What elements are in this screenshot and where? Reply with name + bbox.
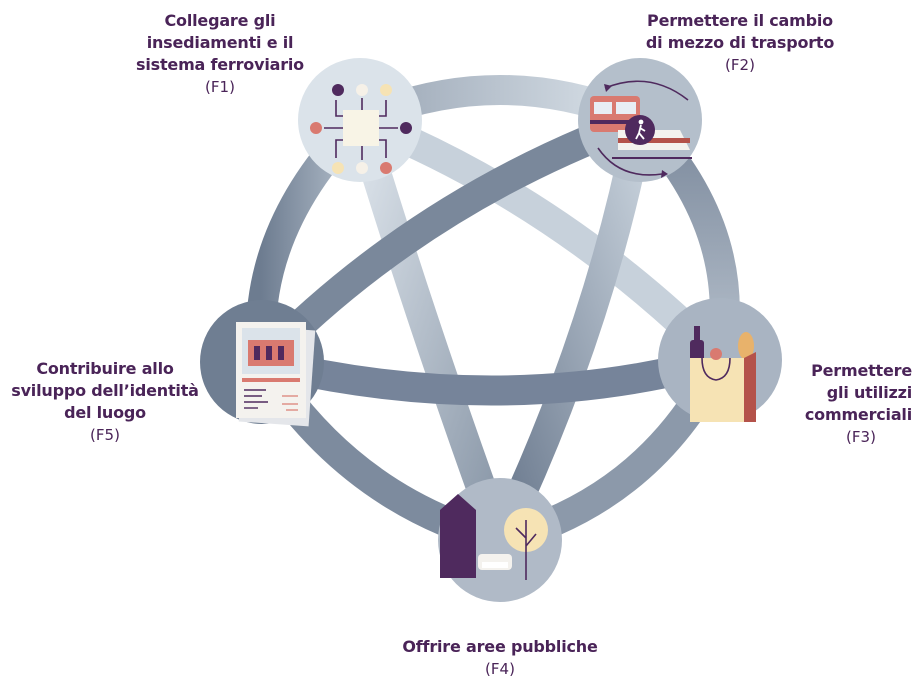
f3-title-line-2: gli utilizzi: [826, 383, 912, 402]
f4-title-line-1: Offrire aree pubbliche: [402, 637, 598, 656]
f4-code: (F4): [485, 660, 515, 678]
f2-title-line-1: Permettere il cambio: [647, 11, 833, 30]
bus-train-pedestrian-icon: [590, 80, 692, 178]
inner-loops: [247, 105, 735, 555]
label-f5: Contribuire allo sviluppo dell’identità …: [0, 358, 210, 446]
f1-title-line-2: insediamenti e il: [146, 33, 294, 52]
f3-title-line-1: Permettere: [811, 361, 912, 380]
f3-code: (F3): [846, 428, 876, 446]
f5-title-line-3: del luogo: [64, 403, 146, 422]
f1-title-line-3: sistema ferroviario: [136, 55, 304, 74]
f2-title-line-2: di mezzo di trasporto: [645, 33, 835, 52]
f5-title-line-2: sviluppo dell’identità: [11, 381, 199, 400]
f3-title-line-3: commerciali: [804, 405, 912, 424]
public-space-tree-bench-icon: [440, 494, 548, 580]
f1-code: (F1): [205, 78, 235, 96]
f5-title-line-1: Contribuire allo: [36, 359, 174, 378]
connection-grid-icon: [310, 84, 412, 174]
label-f4: Offrire aree pubbliche (F4): [360, 636, 640, 680]
label-f1: Collegare gli insediamenti e il sistema …: [110, 10, 330, 98]
label-f3: Permettere gli utilizzi commerciali (F3): [790, 360, 912, 448]
station-poster-icon: [236, 322, 316, 427]
label-f2: Permettere il cambio di mezzo di traspor…: [620, 10, 860, 76]
f2-code: (F2): [725, 56, 755, 74]
f5-code: (F5): [90, 426, 120, 444]
shopping-bag-icon: [690, 326, 756, 422]
f1-title-line-1: Collegare gli: [164, 11, 276, 30]
